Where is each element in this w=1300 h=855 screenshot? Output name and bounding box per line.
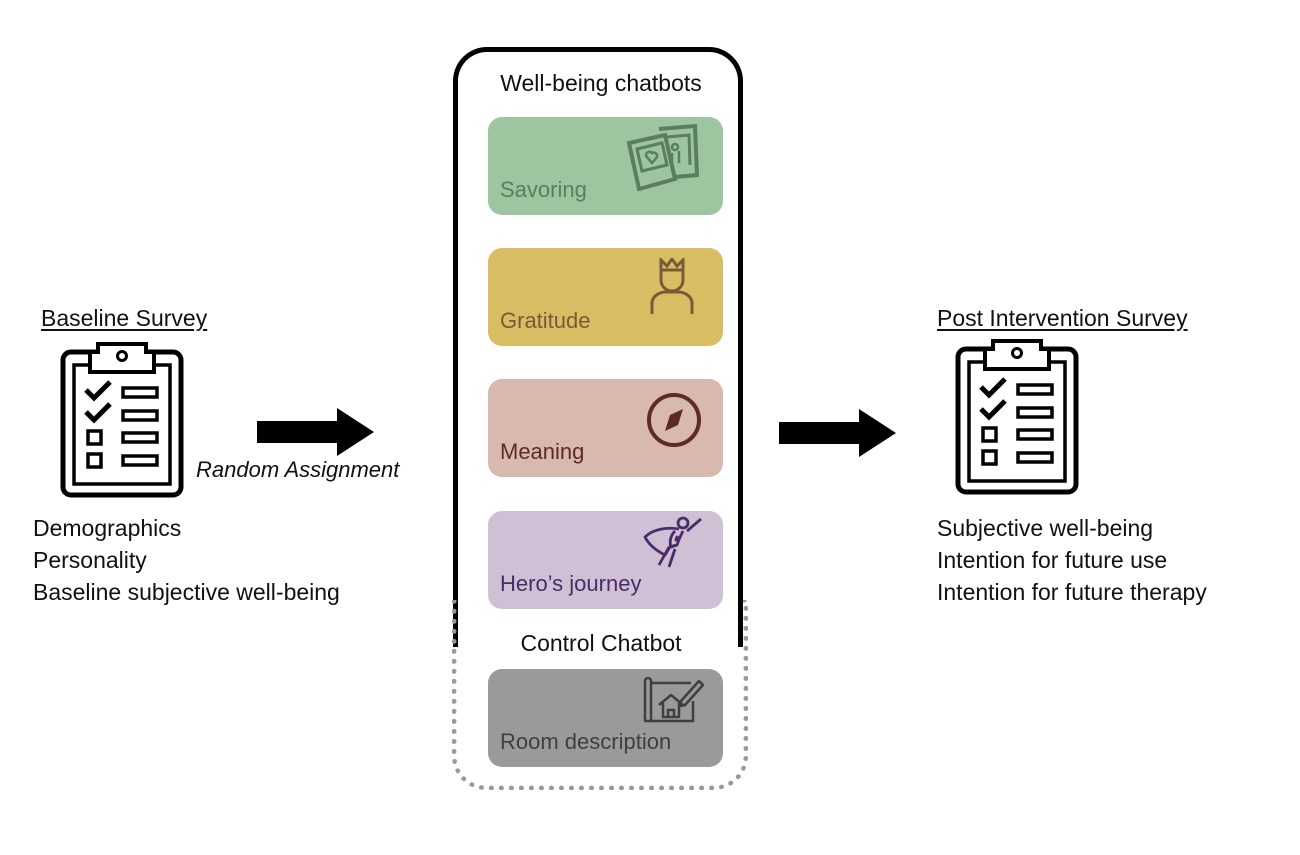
arrow-right-icon (779, 409, 897, 457)
chatbot-card-gratitude: Gratitude (488, 248, 723, 346)
post-measure: Subjective well-being (937, 515, 1154, 541)
crowned-person-icon (649, 256, 695, 321)
chatbot-label: Room description (500, 729, 672, 754)
post-survey-title: Post Intervention Survey (937, 305, 1188, 331)
chatbot-card-meaning: Meaning (488, 379, 723, 477)
wellbeing-chatbots-group (453, 47, 743, 647)
chatbot-card-room-description: Room description (488, 669, 723, 767)
baseline-measure: Baseline subjective well-being (33, 579, 340, 605)
control-chatbot-title: Control Chatbot (520, 630, 682, 656)
baseline-measure: Personality (33, 547, 147, 573)
baseline-survey-title: Baseline Survey (41, 305, 208, 331)
chatbot-label: Hero’s journey (500, 571, 642, 596)
chatbot-card-heros-journey: Hero’s journey (488, 511, 723, 609)
chatbot-card-savoring: Savoring (488, 117, 723, 215)
clipboard-checklist-icon (955, 337, 1081, 502)
post-measures: Subjective well-being Intention for futu… (937, 512, 1207, 608)
wellbeing-chatbots-title: Well-being chatbots (500, 70, 702, 96)
chatbot-label: Gratitude (500, 308, 591, 333)
photos-icon (625, 123, 701, 200)
chatbot-label: Meaning (500, 439, 585, 464)
superhero-icon (639, 515, 705, 576)
baseline-measures: Demographics Personality Baseline subjec… (33, 512, 340, 608)
random-assignment-label: Random Assignment (196, 457, 400, 482)
post-measure: Intention for future therapy (937, 579, 1207, 605)
control-chatbot-group (452, 600, 748, 790)
arrow-right-icon (257, 408, 375, 456)
post-measure: Intention for future use (937, 547, 1168, 573)
compass-icon (645, 391, 703, 454)
chatbot-label: Savoring (500, 177, 587, 202)
baseline-measure: Demographics (33, 515, 182, 541)
clipboard-checklist-icon (60, 340, 186, 505)
house-blueprint-icon (641, 675, 705, 730)
